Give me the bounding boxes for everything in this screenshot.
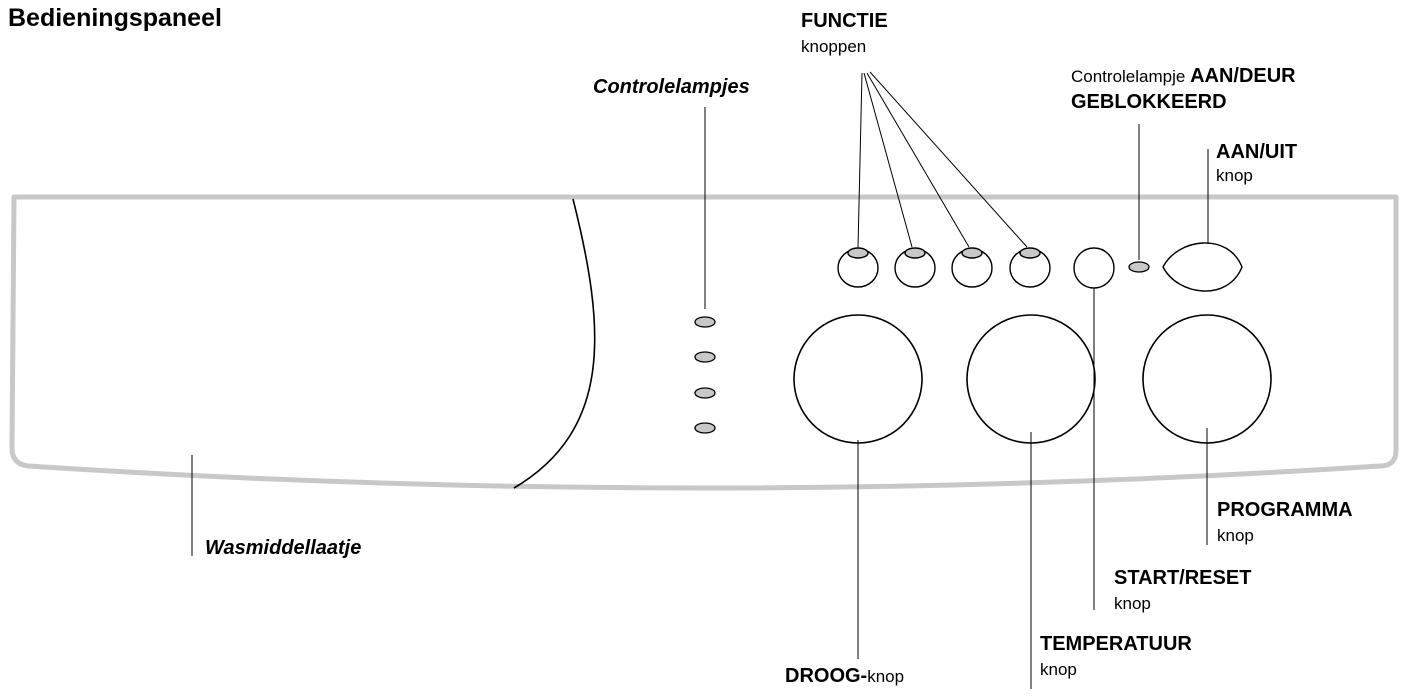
aan-uit-sublabel: knop — [1216, 166, 1253, 185]
functie-label: FUNCTIE — [801, 10, 888, 32]
aan-deur-prefix: Controlelampje — [1071, 67, 1191, 86]
panel-outline — [9, 194, 1399, 491]
detergent-drawer-edge — [513, 198, 596, 489]
on-off-button — [1162, 242, 1243, 292]
function-button — [837, 247, 879, 288]
functie-sublabel: knoppen — [801, 37, 867, 56]
function-buttons — [837, 247, 1051, 288]
start-reset-sublabel: knop — [1114, 594, 1151, 613]
programma-sublabel: knop — [1217, 526, 1254, 545]
temperatuur-label: TEMPERATUUR — [1040, 633, 1192, 655]
geblokkeerd-label: GEBLOKKEERD — [1071, 91, 1227, 113]
wasmiddellaatje-label: Wasmiddellaatje — [205, 537, 362, 559]
indicator-lamp — [694, 422, 716, 434]
indicator-lamp — [694, 316, 716, 328]
indicator-lamps — [694, 316, 716, 434]
controlelampjes-label: Controlelampjes — [593, 76, 750, 98]
function-button — [894, 247, 936, 288]
start-reset-label: START/RESET — [1114, 567, 1252, 589]
droog-knob — [793, 314, 923, 444]
temperatuur-knob — [966, 314, 1096, 444]
temperatuur-sublabel: knop — [1040, 660, 1077, 679]
function-button — [951, 247, 993, 288]
leader-lines — [191, 71, 1209, 689]
aan-deur-label: Controlelampje AAN/DEUR — [1071, 66, 1296, 86]
indicator-lamp — [694, 351, 716, 363]
programma-label: PROGRAMMA — [1217, 499, 1353, 521]
page-title: Bedieningspaneel — [8, 4, 222, 32]
droog-sub: knop — [867, 667, 905, 686]
door-locked-lamp — [1128, 261, 1150, 273]
aan-uit-label: AAN/UIT — [1216, 141, 1298, 163]
start-reset-button — [1073, 247, 1115, 289]
indicator-lamp — [694, 387, 716, 399]
droog-label: DROOG-knop — [785, 666, 904, 686]
programma-knob — [1142, 314, 1272, 444]
aan-deur-bold: AAN/DEUR — [1190, 65, 1296, 87]
droog-bold: DROOG- — [785, 665, 868, 687]
function-button — [1009, 247, 1051, 288]
